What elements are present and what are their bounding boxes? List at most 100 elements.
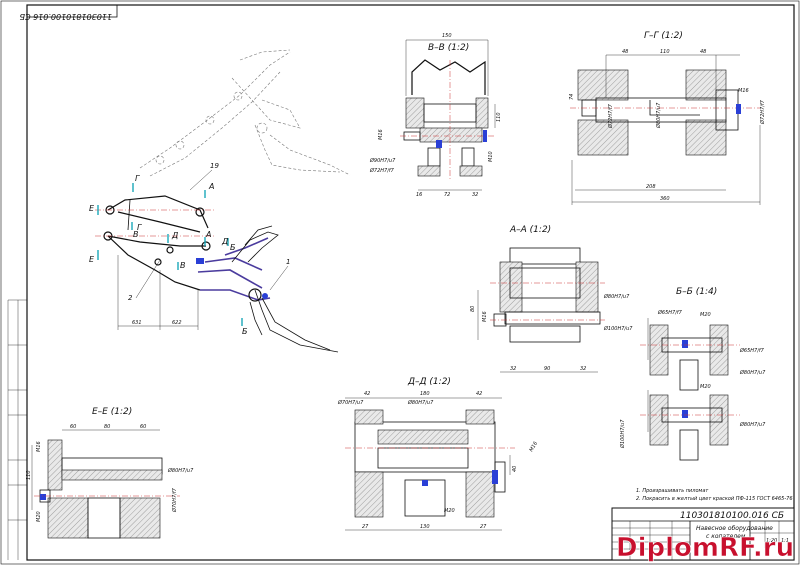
view-aa: А–А (1:2) 32 90 32 80 M16 Ø80Н7/u7 Ø100Н… <box>470 225 633 373</box>
mark-v2: В <box>180 261 186 270</box>
note-1: 1. Произрашивать пиломат <box>636 488 709 494</box>
mark-d2: Д <box>221 237 228 246</box>
ee-dim-60a: 60 <box>70 424 76 430</box>
left-margin-grid <box>7 299 27 560</box>
dd-dim-180: 180 <box>420 391 430 397</box>
vv-m10: M10 <box>488 151 494 162</box>
dd-dim-40: 40 <box>512 466 518 472</box>
bb-fit4: Ø80Н7/u7 <box>739 421 766 428</box>
mark-v1: В <box>133 230 139 239</box>
title-doc-code: 110301810100.016 СБ <box>680 511 784 521</box>
ee-dim-80: 80 <box>104 424 110 430</box>
mark-e2: Е <box>89 255 95 264</box>
view-vv: В–В (1:2) 150 110 16 72 32 M16 M10 Ø90Н7… <box>369 33 502 198</box>
view-bb: Б–Б (1:4) M20 M20 Ø65Н7/f7 Ø65Н7/f7 Ø80Н… <box>619 287 766 461</box>
aa-dim-32b: 32 <box>580 366 586 372</box>
dd-dim-42a: 42 <box>364 391 370 397</box>
gg-dim-48b: 48 <box>700 49 706 55</box>
mark-a1: А <box>208 182 214 191</box>
ee-dim-60b: 60 <box>140 424 146 430</box>
view-vv-title: В–В (1:2) <box>428 43 469 53</box>
ee-fit1: Ø80Н7/u7 <box>167 467 194 474</box>
aa-dim-32a: 32 <box>510 366 516 372</box>
title-scale: 1:20 <box>766 538 777 544</box>
dd-dim-27b: 27 <box>480 524 487 530</box>
view-ee: Е–Е (1:2) 60 80 60 110 M16 M20 Ø80Н7/u7 … <box>26 407 194 539</box>
aa-dim-90: 90 <box>544 366 550 372</box>
gg-dim-48a: 48 <box>622 49 628 55</box>
rotated-code-box <box>26 4 118 18</box>
bb-fit3: Ø80Н7/u7 <box>739 369 766 376</box>
dd-fit1: Ø70Н7/u7 <box>337 399 364 406</box>
dim-631: 631 <box>132 320 142 326</box>
aa-dim-80: 80 <box>470 306 476 312</box>
rotated-doc-code: 110301810100.016 СБ <box>19 12 112 21</box>
mark-b2: Б <box>242 327 248 336</box>
digger-frame <box>196 225 339 353</box>
title-block <box>611 507 795 561</box>
gg-fit3: Ø72Н7/f7 <box>759 99 766 125</box>
gg-dim-110: 110 <box>660 49 670 55</box>
aa-fit2: Ø100Н7/u7 <box>603 325 633 332</box>
gg-fit2: Ø80Н7/u7 <box>655 102 662 129</box>
section-markers <box>97 183 243 326</box>
vv-fit2: Ø72Н7/f7 <box>369 167 395 174</box>
view-gg-title: Г–Г (1:2) <box>644 31 683 41</box>
gg-dim-208: 208 <box>646 184 656 190</box>
mark-b1: Б <box>230 243 236 252</box>
bb-fit5: Ø100Н7/u7 <box>619 419 626 449</box>
gg-fit1: Ø72Н7/f7 <box>607 103 614 129</box>
title-sheet: 1:1 <box>781 538 789 544</box>
raised-position-outline <box>139 49 351 177</box>
callout-19: 19 <box>210 162 219 170</box>
vv-m16: M16 <box>378 129 384 140</box>
ee-fit2: Ø70Н7/f7 <box>171 487 178 513</box>
dd-m20: М20 <box>444 508 455 514</box>
main-dims <box>117 255 199 330</box>
view-bb-title: Б–Б (1:4) <box>676 287 717 297</box>
view-dd-title: Д–Д (1:2) <box>407 377 451 387</box>
main-assembly-view: Е Е Г Г В В Д Д А А Б Б 19 1 2 631 622 <box>89 49 351 353</box>
dd-fit2: Ø80Н7/u7 <box>407 399 434 406</box>
ee-dim-110: 110 <box>26 470 32 480</box>
aa-m16: M16 <box>482 311 488 322</box>
gg-dim-74: 74 <box>569 94 575 100</box>
view-ee-title: Е–Е (1:2) <box>92 407 132 417</box>
gg-m16: M16 <box>738 88 749 94</box>
dim-622: 622 <box>172 320 182 326</box>
title-line2: с копателем <box>706 533 746 540</box>
gg-dim-360: 360 <box>660 196 670 202</box>
bb-m20b: M20 <box>700 384 711 390</box>
mark-e1: Е <box>89 204 95 213</box>
callout-2: 2 <box>128 294 133 302</box>
mark-g1: Г <box>135 174 140 183</box>
view-gg: Г–Г (1:2) 48 110 48 208 360 74 M16 Ø72Н7… <box>569 31 766 205</box>
vv-dim-32: 32 <box>472 192 478 198</box>
vv-dim-110: 110 <box>496 112 502 122</box>
bb-m20a: M20 <box>700 312 711 318</box>
title-line1: Навесное оборудование <box>696 525 773 532</box>
mark-g2: Г <box>137 223 142 232</box>
note-2: 2. Покрасить в желтый цвет краской ПФ-11… <box>636 496 793 502</box>
ee-m20: M20 <box>36 511 42 522</box>
vv-dim-16: 16 <box>416 192 422 198</box>
dd-m16: М16 <box>529 441 540 453</box>
dd-dim-42b: 42 <box>476 391 482 397</box>
inner-frame <box>26 4 795 561</box>
dd-dim-130: 130 <box>420 524 430 530</box>
callout-1: 1 <box>286 258 290 266</box>
mark-a2: А <box>205 230 211 239</box>
mark-d1: Д <box>171 231 178 240</box>
bb-fit2: Ø65Н7/f7 <box>739 347 765 354</box>
dd-dim-27a: 27 <box>362 524 369 530</box>
view-dd: Д–Д (1:2) 42 180 42 27 130 27 М16 М20 Ø7… <box>337 377 540 531</box>
ee-m16: M16 <box>36 441 42 452</box>
aa-fit1: Ø80Н7/u7 <box>603 293 630 300</box>
vv-dim-72: 72 <box>444 192 450 198</box>
vv-fit1: Ø90Н7/u7 <box>369 157 396 164</box>
vv-dim-150: 150 <box>442 33 452 39</box>
view-aa-title: А–А (1:2) <box>509 225 551 235</box>
bb-fit1: Ø65Н7/f7 <box>657 309 683 316</box>
